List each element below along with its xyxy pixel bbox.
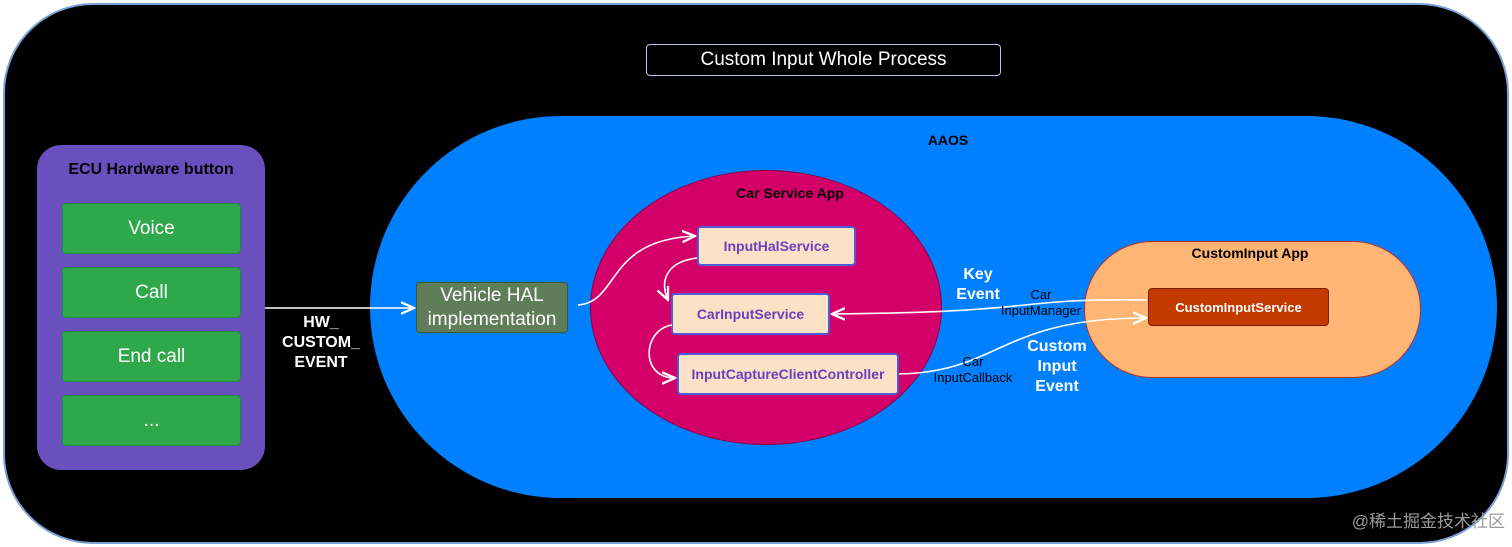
custom-input-service-box: CustomInputService: [1148, 288, 1329, 326]
car-service-app-label: Car Service App: [736, 185, 844, 201]
service-label: InputHalService: [723, 238, 830, 254]
aaos-label: AAOS: [927, 132, 969, 148]
arrow-carinputservice-to-capturecontroller: [648, 324, 675, 378]
car-input-manager-line2: InputManager: [1000, 303, 1082, 318]
car-input-manager-line1: Car: [1030, 287, 1052, 302]
car-input-callback-line1: Car: [962, 354, 984, 369]
ecu-button-more: ...: [62, 395, 241, 446]
service-label: InputCaptureClientController: [691, 366, 885, 382]
car-input-callback-line2: InputCallback: [933, 370, 1013, 385]
key-event-label: Key Event: [946, 265, 1010, 305]
service-label: CarInputService: [696, 306, 805, 322]
car-input-callback-label: Car InputCallback: [928, 354, 1018, 386]
custom-input-event-line2: Input: [1037, 358, 1077, 375]
watermark: @稀土掘金技术社区: [1351, 512, 1505, 531]
vehicle-hal-box: Vehicle HAL implementation: [416, 282, 568, 333]
arrow-capturecontroller-to-customservice: [898, 318, 1146, 375]
ecu-button-label: Voice: [128, 217, 175, 239]
ecu-button-label: Call: [135, 281, 168, 303]
ecu-button-label: ...: [143, 409, 160, 431]
car-input-manager-label: Car InputManager: [995, 287, 1087, 319]
arrow-customservice-to-carinputservice: [832, 299, 1148, 314]
custom-input-event-line3: Event: [1035, 378, 1079, 395]
key-event-line2: Event: [956, 286, 1000, 303]
custom-input-app-label: CustomInput App: [1191, 245, 1309, 261]
car-input-service-box: CarInputService: [671, 293, 830, 335]
arrow-hal-to-inputhalservice: [577, 236, 695, 306]
hw-event-line3: EVENT: [294, 354, 348, 371]
vehicle-hal-line2: implementation: [427, 308, 557, 330]
custom-input-event-line1: Custom: [1027, 338, 1087, 355]
custom-input-event-label: Custom Input Event: [1016, 337, 1098, 397]
key-event-line1: Key: [963, 266, 993, 283]
ecu-button-call: Call: [62, 267, 241, 318]
hw-event-line2: CUSTOM_: [282, 334, 360, 351]
diagram-title-text: Custom Input Whole Process: [700, 49, 947, 70]
diagram-title: Custom Input Whole Process: [646, 44, 1001, 76]
custom-input-service-label: CustomInputService: [1175, 299, 1302, 315]
input-hal-service-box: InputHalService: [697, 226, 856, 266]
hw-event-line1: HW_: [303, 314, 339, 331]
ecu-button-label: End call: [117, 345, 186, 367]
input-capture-client-controller-box: InputCaptureClientController: [677, 353, 899, 395]
ecu-hardware-label: ECU Hardware button: [68, 161, 234, 178]
ecu-button-end-call: End call: [62, 331, 241, 382]
ecu-button-voice: Voice: [62, 203, 241, 254]
hw-custom-event-label: HW_ CUSTOM_ EVENT: [268, 313, 374, 373]
arrow-inputhalservice-to-carinputservice: [665, 257, 698, 300]
vehicle-hal-line1: Vehicle HAL: [440, 284, 544, 306]
